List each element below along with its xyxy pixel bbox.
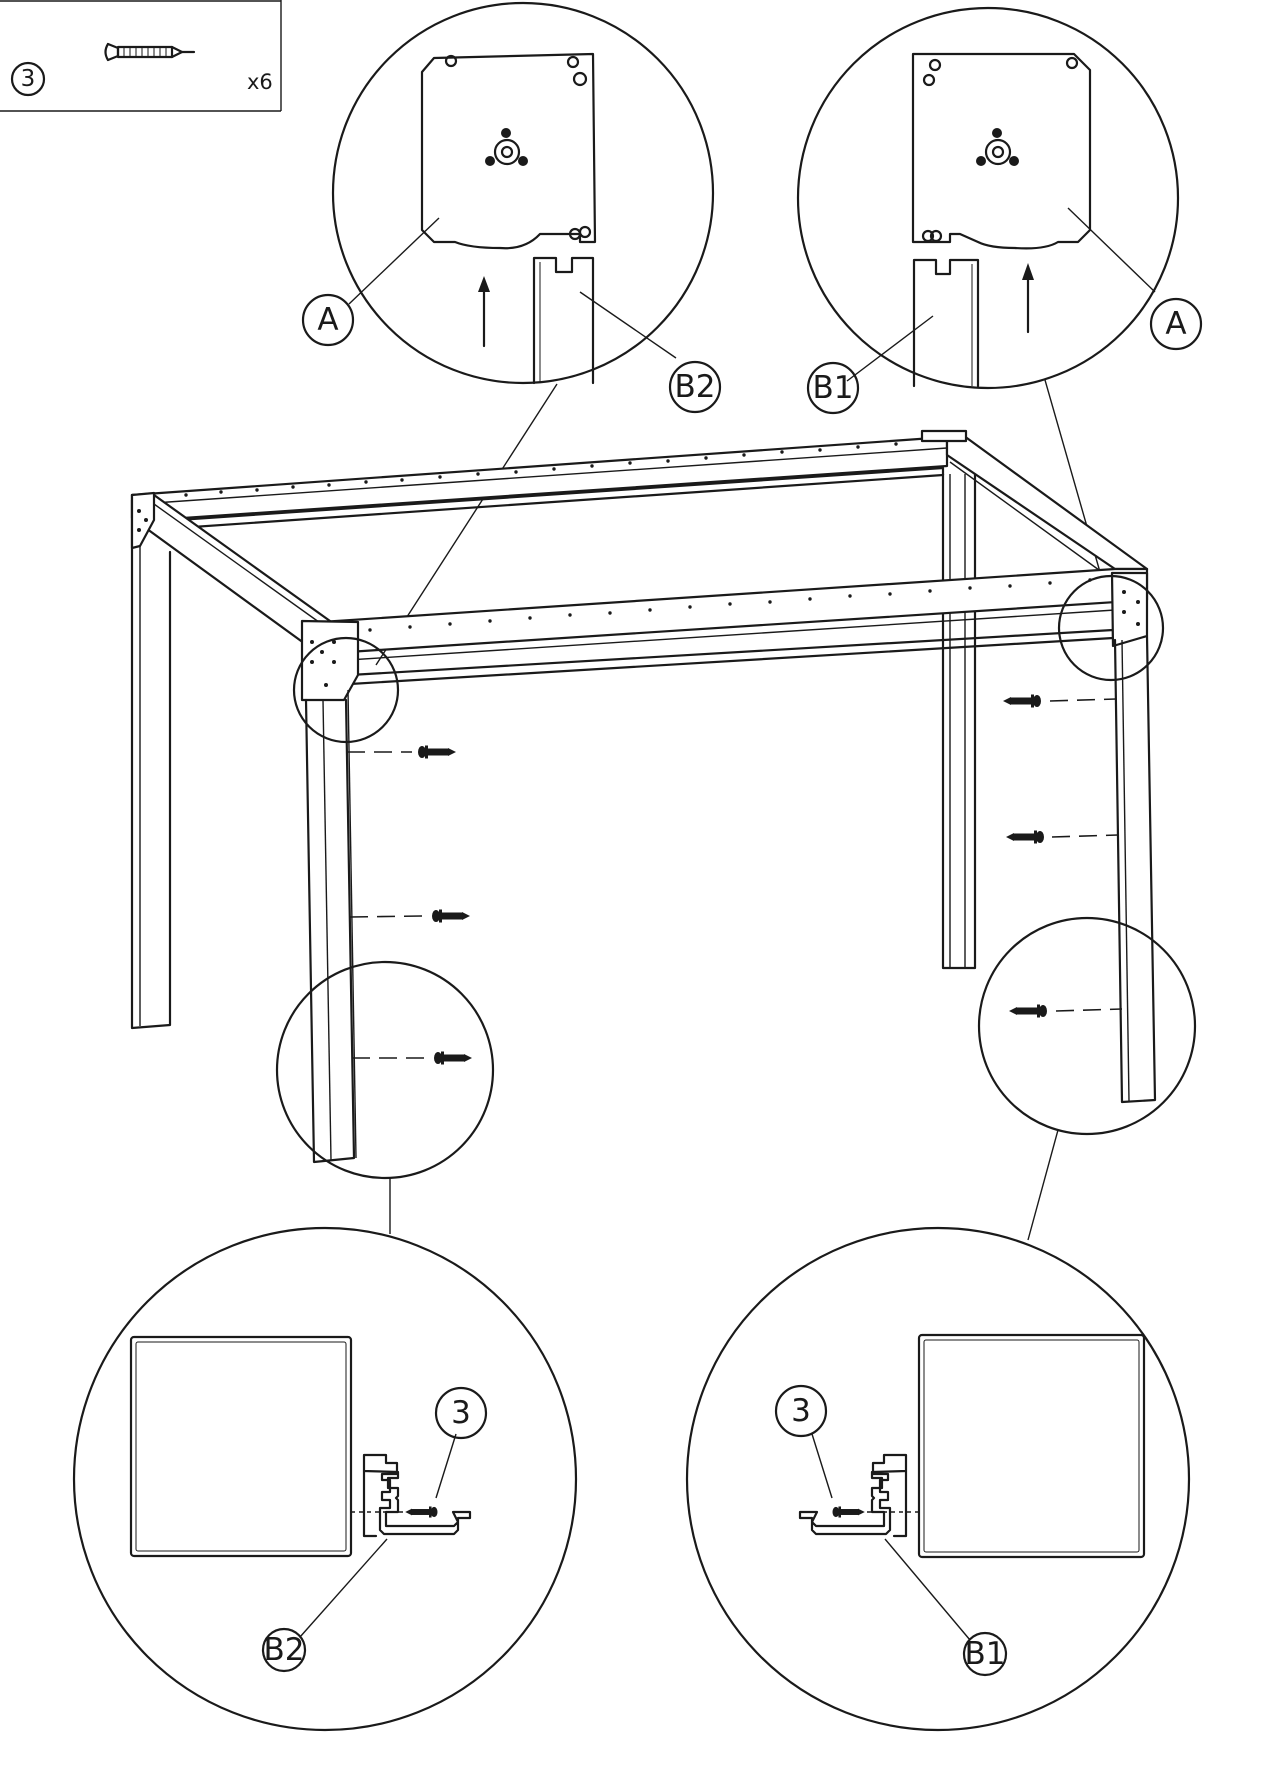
leg-b1-profile — [912, 258, 980, 388]
parts-box-number-circle — [10, 61, 46, 97]
label-screw-circle-right — [774, 1384, 828, 1438]
label-b1-bottom: B1 — [965, 1636, 1006, 1672]
detail-top-right — [796, 6, 1180, 390]
label-b1-circle-bottom — [962, 1631, 1008, 1677]
leg-section-b2 — [129, 1335, 353, 1558]
detail-bottom-left — [72, 1226, 578, 1732]
leg-detail-left — [275, 960, 495, 1180]
label-b1-top: B1 — [813, 370, 854, 406]
parts-box: 3 x6 — [0, 0, 282, 112]
label-a-circle-right — [1149, 297, 1203, 351]
parts-box-quantity: x6 — [247, 70, 273, 94]
label-b2-bottom: B2 — [264, 1632, 305, 1668]
label-screw-right: 3 — [791, 1393, 811, 1429]
leg-detail-right — [977, 916, 1197, 1136]
screw-icon — [104, 42, 196, 62]
bracket-a-plate — [420, 52, 597, 250]
label-b2-circle-bottom — [261, 1627, 307, 1673]
table-frame — [130, 429, 1157, 1164]
label-screw-circle-left — [434, 1386, 488, 1440]
label-b2-top: B2 — [675, 369, 716, 405]
profile-b2 — [362, 1453, 472, 1536]
screws-left-leg — [347, 745, 472, 1065]
corner-detail-left — [292, 636, 400, 744]
label-a-circle-left — [301, 293, 355, 347]
screws-right-leg — [1003, 694, 1123, 1018]
label-b2-circle-top — [668, 360, 722, 414]
bracket-a-plate-right — [911, 52, 1092, 250]
detail-bottom-right — [685, 1226, 1191, 1732]
corner-detail-right — [1057, 574, 1165, 682]
detail-top-left — [331, 1, 715, 385]
label-a-right: A — [1165, 306, 1186, 342]
leg-b2-profile — [532, 256, 595, 385]
label-b1-circle-top — [806, 361, 860, 415]
profile-b1 — [798, 1453, 908, 1536]
parts-box-number: 3 — [21, 66, 36, 92]
label-screw-left: 3 — [451, 1395, 471, 1431]
leg-section-b1 — [917, 1333, 1146, 1559]
label-a-left: A — [317, 302, 338, 338]
